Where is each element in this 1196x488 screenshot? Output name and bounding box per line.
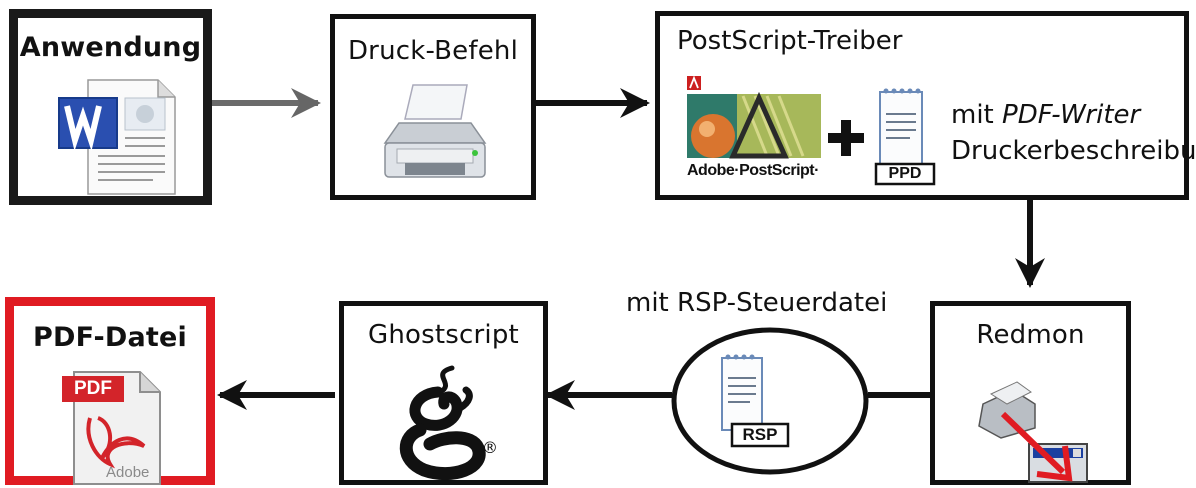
rsp-tag: RSP — [742, 425, 778, 444]
node-druck-label: Druck-Befehl — [347, 36, 519, 66]
node-redmon-label: Redmon — [976, 320, 1085, 350]
node-postscript-treiber: PostScript-Treiber Adobe·PostScript· PPD… — [655, 11, 1196, 200]
node-anwendung-label: Anwendung — [19, 32, 202, 63]
adobe-postscript-logo-text: Adobe·PostScript· — [687, 162, 819, 179]
ppd-description-line1: mit PDF-Writer — [951, 100, 1140, 130]
ppd-tag: PPD — [888, 165, 922, 182]
ppd-description-italic: PDF-Writer — [1002, 100, 1141, 130]
rsp-file-circle: RSP — [670, 326, 870, 476]
node-redmon: Redmon — [930, 301, 1131, 485]
word-document-icon — [53, 76, 183, 201]
node-pdf-datei: PDF-Datei PDF Adobe — [5, 297, 215, 485]
pdf-doc-brand: Adobe — [106, 464, 150, 481]
plus-icon — [828, 120, 864, 156]
node-anwendung: Anwendung — [9, 9, 212, 205]
node-postscript-label: PostScript-Treiber — [677, 26, 903, 56]
ppd-file-icon: PPD — [874, 84, 936, 186]
redirect-monitor-icon — [973, 374, 1099, 484]
pdf-file-icon: PDF Adobe — [60, 368, 170, 488]
adobe-postscript-logo: Adobe·PostScript· — [687, 76, 821, 188]
ghostscript-logo: ® — [390, 364, 500, 484]
pdf-doc-tag: PDF — [74, 378, 112, 399]
node-druck-befehl: Druck-Befehl — [330, 14, 536, 200]
ppd-description-prefix: mit — [951, 100, 1003, 130]
registered-mark: ® — [482, 438, 498, 457]
node-pdf-label: PDF-Datei — [33, 322, 187, 353]
node-ghostscript-label: Ghostscript — [368, 320, 519, 350]
printer-icon — [375, 79, 495, 189]
ppd-description-line2: Druckerbeschreibung — [951, 136, 1196, 166]
node-ghostscript: Ghostscript ® — [339, 301, 548, 485]
rsp-caption: mit RSP-Steuerdatei — [626, 288, 888, 318]
